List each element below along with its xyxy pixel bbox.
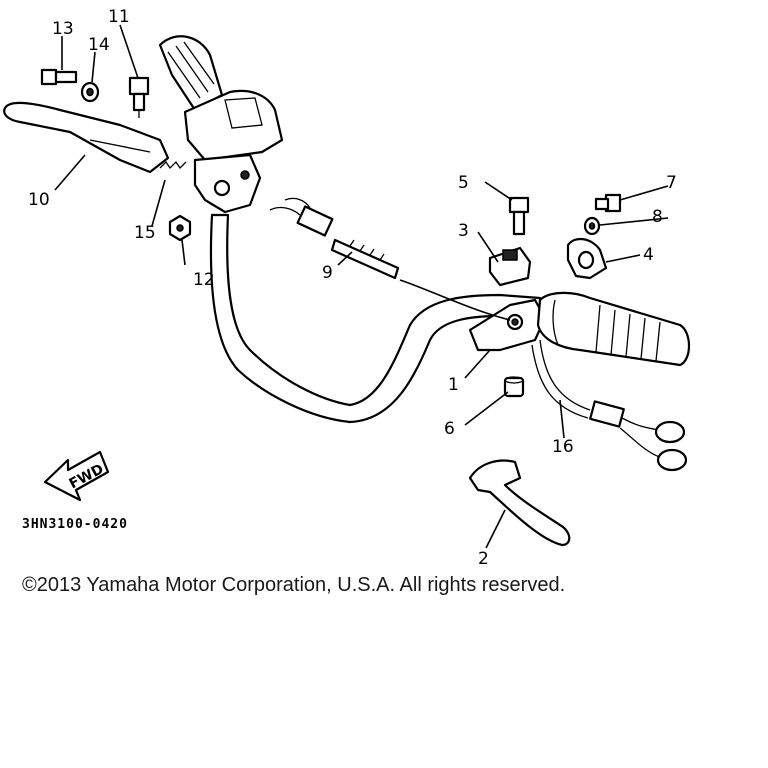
bolt-13 — [40, 68, 78, 86]
callout-6: 6 — [444, 419, 455, 439]
washer-14 — [80, 81, 100, 103]
callout-13: 13 — [52, 19, 74, 39]
copyright-notice: ©2013 Yamaha Motor Corporation, U.S.A. A… — [22, 574, 566, 596]
leader-lines — [54, 24, 669, 549]
part-code: 3HN3100-0420 — [22, 517, 128, 532]
callout-9: 9 — [322, 263, 333, 283]
spring-15 — [159, 160, 187, 170]
callout-4: 4 — [643, 245, 654, 265]
bolt-7 — [594, 193, 622, 213]
callout-10: 10 — [28, 190, 50, 210]
callout-14: 14 — [88, 35, 110, 55]
callout-2: 2 — [478, 549, 489, 569]
left-grip-assembly — [158, 35, 284, 214]
bolt-11 — [128, 76, 150, 118]
callout-16: 16 — [552, 437, 574, 457]
cable-9 — [269, 197, 400, 280]
cable-16 — [531, 339, 688, 472]
forward-arrow: FWD — [43, 450, 110, 502]
callout-8: 8 — [652, 207, 663, 227]
bolt-5 — [508, 196, 530, 236]
callout-1: 1 — [448, 375, 459, 395]
callout-11: 11 — [108, 7, 130, 27]
nut-6 — [503, 376, 525, 398]
callout-12: 12 — [193, 270, 215, 290]
callout-5: 5 — [458, 173, 469, 193]
switch-3 — [488, 246, 532, 287]
callout-7: 7 — [666, 173, 677, 193]
washer-8 — [583, 216, 601, 236]
callout-numbers: 13 14 11 10 15 12 5 3 7 8 4 9 1 6 16 2 — [28, 7, 677, 569]
nut-12 — [168, 214, 192, 242]
callout-15: 15 — [134, 223, 156, 243]
parts-diagram: FWD 3HN3100-0420 13 14 11 10 15 12 5 3 7… — [3, 7, 691, 569]
lever-2 — [468, 459, 571, 547]
clamp-4 — [566, 237, 608, 280]
lever-10 — [3, 101, 170, 174]
callout-3: 3 — [458, 221, 469, 241]
right-grip — [536, 291, 691, 367]
